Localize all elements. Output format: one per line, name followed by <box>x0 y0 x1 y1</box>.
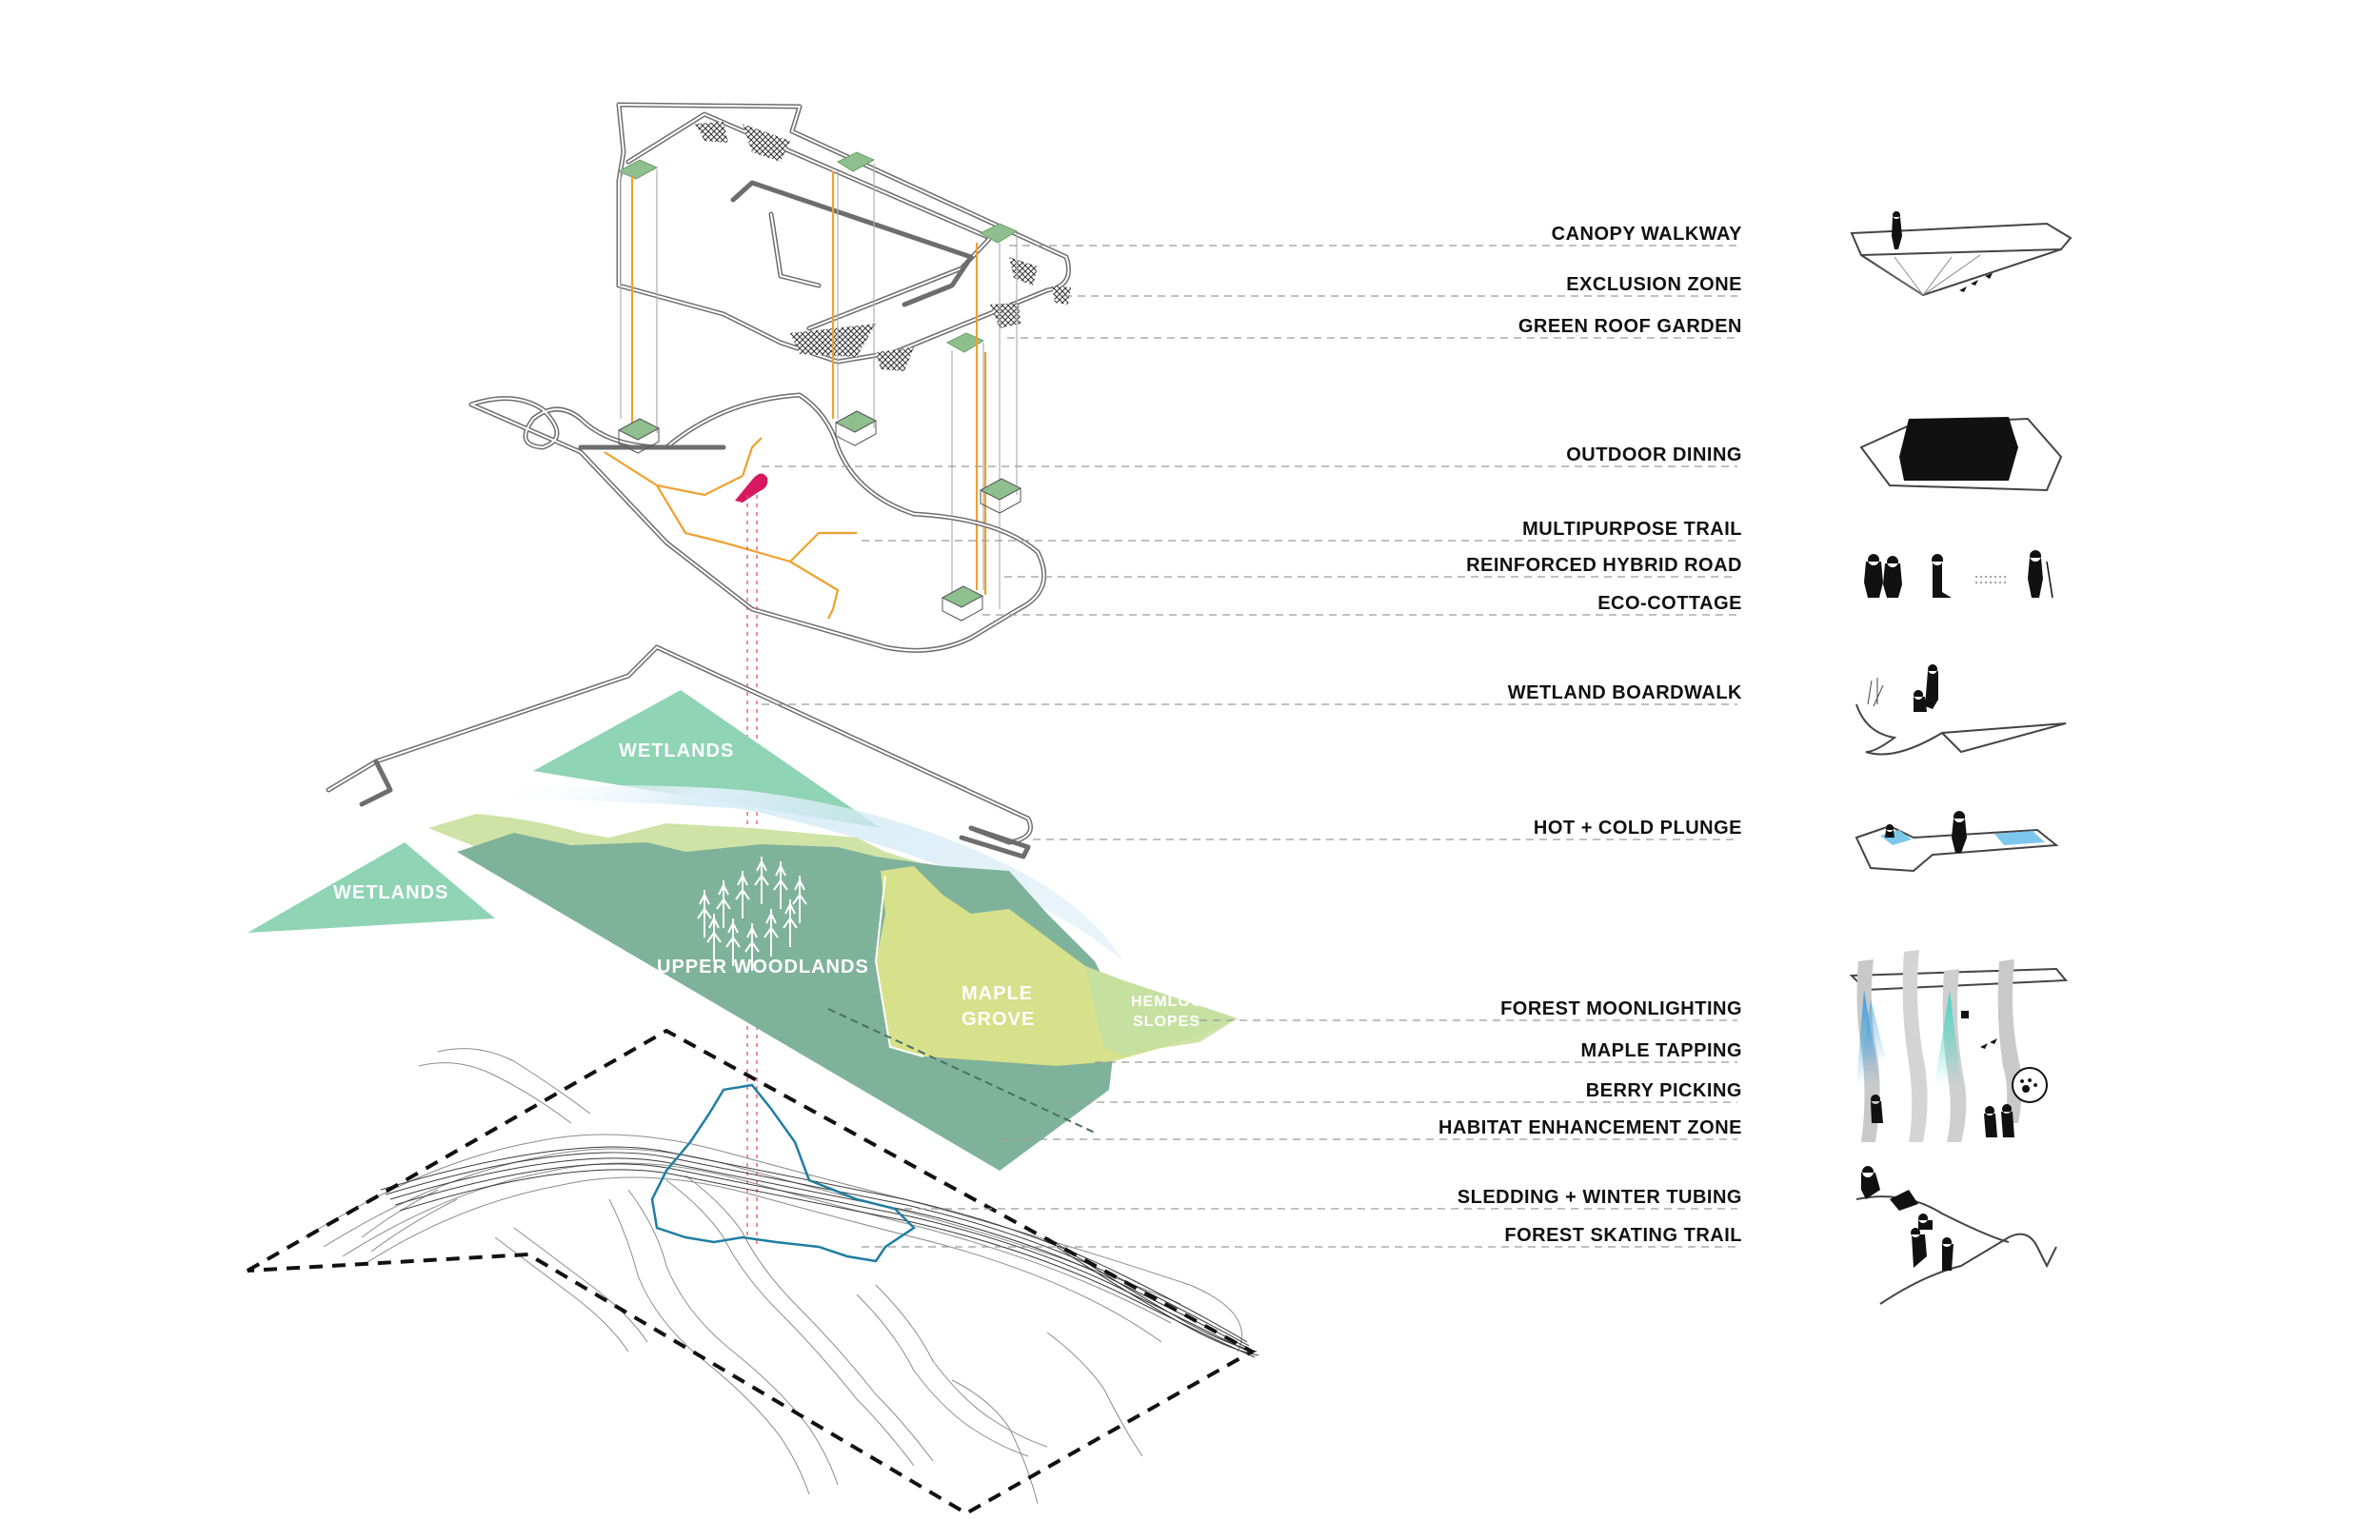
upper-woodlands-label: UPPER WOODLANDS <box>657 957 869 977</box>
legend-forest-skating-trail: FOREST SKATING TRAIL <box>1504 1225 1742 1246</box>
maple-grove-label-1: MAPLE <box>962 983 1033 1004</box>
legend-hot-cold-plunge: HOT + COLD PLUNGE <box>1534 818 1742 839</box>
wetlands-upper-label: WETLANDS <box>619 740 734 761</box>
hemlock-label-2: SLOPES <box>1133 1014 1200 1030</box>
wetlands-lower-label: WETLANDS <box>333 882 448 903</box>
legend-eco-cottage: ECO-COTTAGE <box>1597 593 1742 614</box>
eco-cottages <box>617 410 1022 622</box>
roads-layer <box>468 392 1047 653</box>
legend-habitat-enhancement-zone: HABITAT ENHANCEMENT ZONE <box>1438 1117 1742 1138</box>
wetland-boardwalk-icon <box>1855 664 2067 756</box>
legend-wetland-boardwalk: WETLAND BOARDWALK <box>1508 682 1742 703</box>
vertical-connectors <box>620 164 1018 609</box>
leader-lines <box>762 245 1737 1248</box>
location-marker <box>735 473 768 503</box>
hemlock-slopes-zone <box>1085 966 1238 1056</box>
legend-green-roof-garden: GREEN ROOF GARDEN <box>1518 316 1742 337</box>
multipurpose-trail <box>604 437 857 620</box>
outdoor-dining-icon <box>1859 417 2063 492</box>
habitat-layer: WETLANDS WETLANDS MAPLE GROVE HEMLOCK SL… <box>248 644 1238 1171</box>
legend-exclusion-zone: EXCLUSION ZONE <box>1566 274 1742 295</box>
canopy-walkway-icon <box>1850 211 2073 297</box>
legend-multipurpose-trail: MULTIPURPOSE TRAIL <box>1522 519 1742 540</box>
legend-forest-moonlighting: FOREST MOONLIGHTING <box>1500 998 1742 1019</box>
site-outline <box>247 1028 1257 1516</box>
hemlock-label-1: HEMLOCK <box>1131 994 1215 1010</box>
wetlands-lower-zone <box>248 842 495 933</box>
legend-reinforced-hybrid-road: REINFORCED HYBRID ROAD <box>1466 555 1742 576</box>
ridge-dense-contours <box>380 1146 1259 1358</box>
legend-canopy-walkway: CANOPY WALKWAY <box>1552 224 1743 245</box>
legend-outdoor-dining: OUTDOOR DINING <box>1566 444 1742 465</box>
topography-layer <box>247 1028 1259 1516</box>
trail-users-icon <box>1864 550 2053 599</box>
legend-sledding-winter-tubing: SLEDDING + WINTER TUBING <box>1458 1187 1742 1208</box>
forest-moonlighting-icon <box>1849 950 2069 1142</box>
green-roof-garden <box>617 151 1019 353</box>
plunge-pools-icon <box>1854 811 2059 873</box>
canopy-layer <box>616 102 1071 371</box>
tree-cluster <box>697 857 807 971</box>
exclusion-zone <box>743 124 790 162</box>
sledding-skating-icon <box>1855 1166 2057 1305</box>
legend: CANOPY WALKWAY EXCLUSION ZONE GREEN ROOF… <box>1438 224 1742 1246</box>
orange-vertical-trails <box>630 171 987 595</box>
site-boundary <box>650 1083 916 1263</box>
maple-grove-label-2: GROVE <box>962 1009 1035 1030</box>
wetlands-upper-zone <box>533 690 881 828</box>
legend-berry-picking: BERRY PICKING <box>1586 1080 1742 1101</box>
contour-lines <box>304 1048 1242 1505</box>
legend-maple-tapping: MAPLE TAPPING <box>1581 1040 1742 1061</box>
